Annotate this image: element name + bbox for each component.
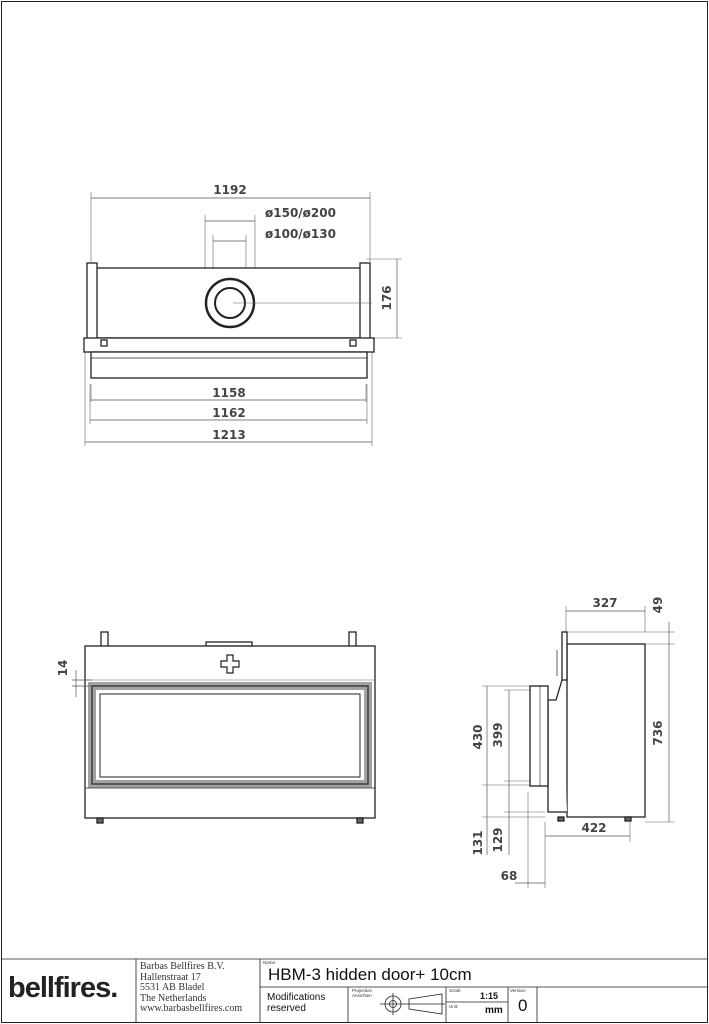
dim-flue-inner: ø100/ø130 — [265, 227, 336, 241]
side-view — [482, 606, 675, 888]
scale-label: Scale: — [449, 988, 462, 993]
unit-label: Unit: — [449, 1004, 459, 1009]
modifications-note: Modifications reserved — [267, 992, 326, 1014]
modifications-line-1: Modifications — [267, 992, 326, 1003]
dim-width-3: 1213 — [212, 428, 245, 442]
name-label: Name: — [263, 960, 277, 965]
company-address: Barbas Bellfires B.V. Hallenstraat 17 55… — [140, 961, 243, 1015]
top-view — [83, 192, 402, 446]
dim-top-height: 176 — [380, 285, 394, 310]
dim-glass-height-outer: 430 — [471, 724, 485, 749]
dim-side-depth-top: 327 — [592, 596, 617, 610]
bellfires-logo: bellfires. — [8, 972, 118, 1004]
company-name: Barbas Bellfires B.V. — [140, 961, 225, 972]
company-city: 5531 AB Bladel — [140, 982, 205, 994]
dim-side-height: 736 — [651, 720, 665, 745]
dim-width-2: 1162 — [212, 406, 245, 420]
front-view — [72, 631, 376, 824]
title-block-frame — [1, 958, 708, 1022]
projection-label-line-2: Ansichten — [352, 992, 372, 998]
dim-bottom-offset-2: 129 — [491, 827, 505, 852]
dim-glass-height-inner: 399 — [491, 722, 505, 747]
projection-symbol-icon — [380, 993, 445, 1015]
scale-value: 1:15 — [480, 991, 499, 1001]
company-street: Hallenstraat 17 — [140, 971, 201, 983]
version-label: Version: — [510, 988, 527, 993]
dim-front-offset: 14 — [56, 660, 70, 677]
dim-side-depth-bottom: 422 — [581, 821, 606, 835]
version-value: 0 — [518, 996, 528, 1015]
modifications-line-2: reserved — [267, 1002, 306, 1014]
dim-width-1: 1158 — [212, 386, 245, 400]
dim-side-top-offset: 49 — [651, 597, 665, 614]
dim-bottom-offset-1: 131 — [471, 830, 485, 855]
projection-label-line-1: Projection — [352, 988, 373, 993]
unit-value: mm — [485, 1005, 503, 1016]
dim-top-width: 1192 — [213, 183, 246, 197]
company-country: The Netherlands — [140, 992, 207, 1004]
projection-label: Projection Ansichten — [352, 988, 373, 998]
dim-side-front-offset: 68 — [501, 869, 518, 883]
company-website: www.barbasbellfires.com — [140, 1003, 243, 1015]
dim-flue-outer: ø150/ø200 — [265, 206, 336, 220]
product-title: HBM-3 hidden door+ 10cm — [268, 965, 472, 984]
